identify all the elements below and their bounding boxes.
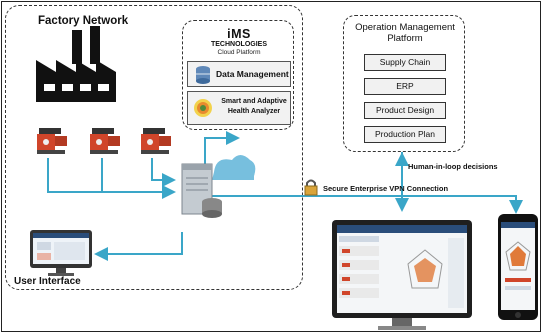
machine-icon [37, 128, 67, 154]
mobile-phone-icon [498, 214, 538, 320]
operation-management-title: Operation Management Platform [355, 22, 455, 44]
op-item-supply-chain: Supply Chain [364, 54, 446, 71]
lock-icon [304, 179, 318, 196]
ims-caption: Cloud Platform [217, 49, 261, 56]
database-icon [196, 66, 210, 84]
human-in-loop-label: Human-in-loop decisions [408, 162, 498, 171]
dashboard-monitor-icon [332, 220, 472, 330]
machine-icon [141, 128, 171, 154]
data-management-module: Data Management [187, 61, 291, 87]
factory-network-region [5, 5, 303, 290]
user-interface-monitor-icon [30, 230, 92, 276]
operation-management-box: Operation Management Platform Supply Cha… [343, 15, 465, 152]
factory-network-title: Factory Network [38, 15, 129, 27]
factory-icon [36, 26, 116, 102]
op-item-production-plan: Production Plan [364, 126, 446, 143]
health-analyzer-module: Smart and Adaptive Health Analyzer [187, 91, 291, 125]
ims-logo: iMS [227, 27, 251, 41]
op-item-product-design: Product Design [364, 102, 446, 119]
user-interface-label: User Interface [14, 276, 81, 287]
vpn-connection-label: Secure Enterprise VPN Connection [323, 184, 449, 193]
machine-icon [90, 128, 120, 154]
cloud-platform-box: iMS TECHNOLOGIES Cloud Platform Data Man… [182, 20, 294, 130]
server-cloud-icon [181, 155, 256, 218]
op-item-erp: ERP [364, 78, 446, 95]
analyzer-icon [194, 99, 212, 117]
module-label: Smart and Adaptive Health Analyzer [221, 98, 287, 115]
module-label: Data Management [216, 69, 289, 79]
ims-subtitle: TECHNOLOGIES [210, 41, 267, 48]
